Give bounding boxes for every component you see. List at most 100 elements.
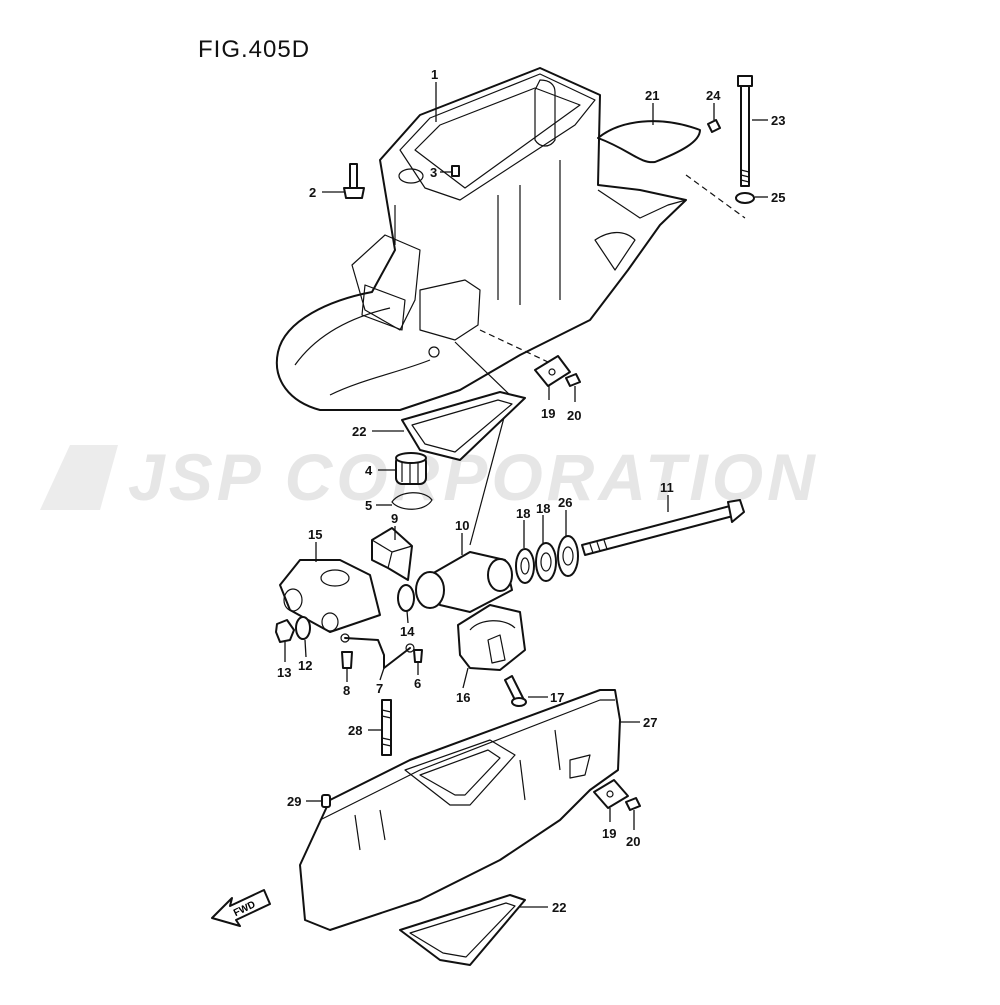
- cover-16-body: [457, 604, 526, 671]
- part-24-bolt: [707, 119, 721, 133]
- bushing-4-top: [395, 452, 427, 464]
- callout-3: 3: [430, 165, 437, 180]
- bracket-15-body: [279, 559, 381, 633]
- part-3-dowel-pin: [451, 165, 460, 177]
- callout-20-upper: 20: [567, 408, 581, 423]
- callout-labels: 1 2 3 4 5 6 7 8 9 10 11 12 13 14 15 16 1…: [277, 67, 785, 915]
- cover-16-arch: [469, 620, 516, 631]
- part-19-plate-upper: [534, 355, 571, 387]
- part-27-lower-cover: [299, 689, 621, 931]
- callout-10: 10: [455, 518, 469, 533]
- callout-24: 24: [706, 88, 721, 103]
- cover-27-duct-inner: [419, 749, 501, 796]
- bolt-11-head: [727, 499, 745, 523]
- part-12-washer: [295, 616, 311, 640]
- bushing-4-ribs: [401, 462, 419, 484]
- fwd-arrow-shape: [211, 889, 271, 927]
- part-14-washer: [397, 584, 415, 612]
- callout-15: 15: [308, 527, 322, 542]
- leader-14: [406, 610, 409, 624]
- assembly-line-plate-19: [479, 329, 549, 363]
- drive-shaft-housing: [275, 67, 687, 411]
- callout-18b: 18: [536, 501, 550, 516]
- watermark-logo-mark: [40, 445, 118, 510]
- bolt-2-shank: [349, 163, 358, 189]
- stud-28-thread: [381, 709, 392, 747]
- watermark: JSP CORPORATION: [40, 440, 815, 514]
- part-22-seal-upper: [401, 391, 526, 461]
- housing-drain-plug: [428, 346, 440, 358]
- housing-bore: [398, 168, 424, 184]
- part-10-engine-mount: [415, 551, 513, 613]
- housing-top-flange: [399, 73, 596, 201]
- leader-lines: [284, 82, 768, 908]
- callout-16: 16: [456, 690, 470, 705]
- part-29-pin: [321, 794, 331, 808]
- callout-23: 23: [771, 113, 785, 128]
- part-2-bolt: [343, 163, 365, 199]
- leader-16: [462, 667, 469, 689]
- part-20-screw-upper: [565, 373, 581, 387]
- callout-28: 28: [348, 723, 362, 738]
- bolt-2-head: [343, 187, 365, 199]
- part-18-washer-a: [515, 548, 535, 584]
- callout-4: 4: [365, 463, 373, 478]
- callout-14: 14: [400, 624, 415, 639]
- housing-plate-lines: [294, 307, 431, 396]
- callout-7: 7: [376, 681, 383, 696]
- part-22-seal-lower: [399, 894, 526, 966]
- callout-25: 25: [771, 190, 785, 205]
- block-9-edges: [371, 539, 413, 569]
- leader-12: [304, 639, 307, 658]
- cover-27-ribs: [354, 729, 561, 851]
- part-4-bushing: [395, 452, 427, 485]
- seal-22-upper-inner: [411, 399, 513, 453]
- callout-12: 12: [298, 658, 312, 673]
- washer-18b-hole: [540, 552, 552, 572]
- callout-5: 5: [365, 498, 372, 513]
- callout-19-upper: 19: [541, 406, 555, 421]
- fwd-direction-arrow: FWD: [211, 889, 271, 927]
- cover-27-duct: [404, 739, 516, 806]
- plate-19-hole-lower: [606, 790, 614, 798]
- callout-2: 2: [309, 185, 316, 200]
- callout-27: 27: [643, 715, 657, 730]
- plate-19-hole-upper: [548, 368, 556, 376]
- housing-outline: [275, 67, 687, 411]
- bracket-15-top-bore: [320, 569, 350, 587]
- washer-26-hole: [562, 546, 574, 566]
- cover-27-slot: [569, 754, 591, 779]
- assembly-line-bolt-23: [685, 174, 746, 219]
- callout-11: 11: [660, 480, 674, 495]
- bolt-23-thread: [740, 169, 750, 183]
- part-23-long-bolt: [737, 75, 753, 187]
- part-5-clip: [391, 492, 433, 510]
- figure-title: FIG.405D: [198, 36, 311, 63]
- callout-1: 1: [431, 67, 438, 82]
- part-13-nut: [275, 619, 295, 643]
- callout-6: 6: [414, 676, 421, 691]
- part-7-ground-wire: [344, 637, 411, 669]
- part-18-washer-b: [535, 542, 557, 582]
- wire-7-terminal-b: [405, 643, 415, 653]
- cover-27-outline: [299, 689, 621, 931]
- cover-16-slot: [487, 634, 506, 664]
- callout-29: 29: [287, 794, 301, 809]
- seal-22-lower-inner: [409, 902, 516, 958]
- part-21-cover: [597, 120, 701, 164]
- housing-fin-edge: [597, 189, 687, 219]
- callout-22-lower: 22: [552, 900, 566, 915]
- bolt-23-shank: [740, 85, 750, 187]
- part-19-plate-lower: [593, 779, 629, 809]
- callout-19-lower: 19: [602, 826, 616, 841]
- bracket-15-lower-bore: [321, 612, 339, 632]
- callout-26: 26: [558, 495, 572, 510]
- stud-28-shank: [381, 699, 392, 756]
- bolt-17-head: [511, 697, 527, 707]
- housing-post: [534, 79, 556, 147]
- mount-10-far-end: [487, 558, 513, 592]
- bolt-23-head: [737, 75, 753, 87]
- bracket-15-side-bore: [283, 588, 303, 612]
- callout-22-upper: 22: [352, 424, 366, 439]
- housing-top-opening: [414, 87, 581, 189]
